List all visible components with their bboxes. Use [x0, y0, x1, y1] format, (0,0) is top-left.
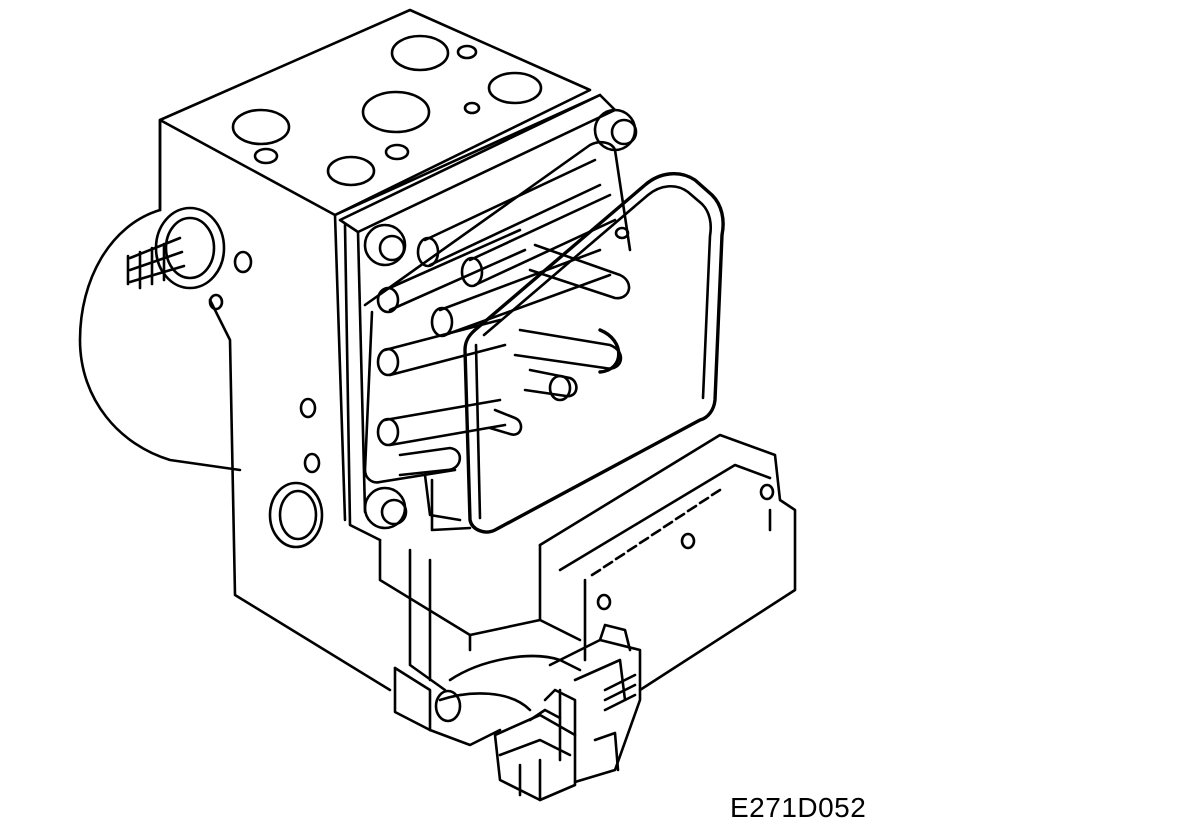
pump-housing-base	[378, 538, 582, 747]
wiring-connector	[493, 623, 642, 802]
figure-code-label: E271D052	[730, 792, 867, 823]
control-module-gasket	[363, 140, 632, 522]
valve-block-front-frame	[338, 93, 638, 542]
valve-block-left-face	[158, 118, 392, 692]
motor-terminal-stud	[126, 206, 226, 290]
control-module-cover	[430, 172, 725, 534]
